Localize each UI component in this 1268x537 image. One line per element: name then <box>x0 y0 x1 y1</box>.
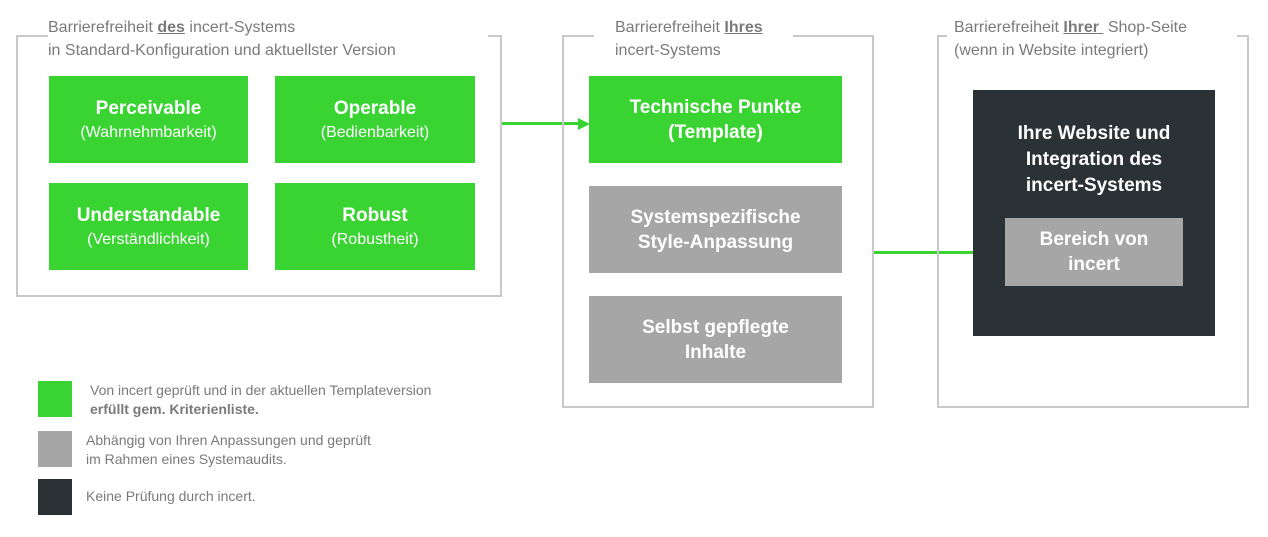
panel-yours-title-line2: incert-Systems <box>615 42 721 59</box>
panel-shop-title: Barrierefreiheit Ihrer Shop-Seite (wenn … <box>954 16 1187 62</box>
box-bereich-incert: Bereich von incert <box>1005 218 1183 286</box>
box-inhalte: Selbst gepflegte Inhalte <box>589 296 842 383</box>
box-robust: Robust (Robustheit) <box>275 183 475 270</box>
arrow-yours-to-shop-line <box>874 251 996 254</box>
panel-yours <box>562 35 874 408</box>
box-understandable-subtitle: (Verständlichkeit) <box>87 230 210 248</box>
panel-yours-title: Barrierefreiheit Ihres incert-Systems <box>615 16 763 62</box>
box-perceivable-title: Perceivable <box>95 97 202 119</box>
panel-shop-title-bold: Ihrer <box>1063 19 1104 36</box>
box-style-anpassung: Systemspezifische Style-Anpassung <box>589 186 842 273</box>
panel-shop <box>937 35 1249 408</box>
legend-text-green: Von incert geprüft und in der aktuellen … <box>90 382 432 417</box>
legend-text-dark: Keine Prüfung durch incert. <box>86 488 256 504</box>
arrow-system-to-yours-head-icon <box>578 117 590 130</box>
box-technische-punkte: Technische Punkte (Template) <box>589 76 842 163</box>
legend-text-gray: Abhängig von Ihren Anpassungen und geprü… <box>86 432 371 467</box>
box-operable: Operable (Bedienbarkeit) <box>275 76 475 163</box>
panel-system-title-bold: des <box>157 19 185 36</box>
box-robust-title: Robust <box>342 204 408 226</box>
box-perceivable-subtitle: (Wahrnehmbarkeit) <box>80 123 217 141</box>
box-robust-subtitle: (Robustheit) <box>331 230 419 248</box>
box-operable-subtitle: (Bedienbarkeit) <box>320 123 430 141</box>
legend-swatch-gray <box>38 431 72 467</box>
panel-system-standard <box>16 35 502 297</box>
box-website-integration: Ihre Website und Integration des incert-… <box>973 90 1215 336</box>
panel-system-title-line2: in Standard-Konfiguration und aktuellste… <box>48 42 396 59</box>
legend-swatch-green <box>38 381 72 417</box>
box-perceivable: Perceivable (Wahrnehmbarkeit) <box>49 76 248 163</box>
panel-system-title: Barrierefreiheit des incert-Systems in S… <box>48 16 396 62</box>
arrow-system-to-yours-line <box>502 122 580 125</box>
legend-swatch-dark <box>38 479 72 515</box>
box-understandable-title: Understandable <box>76 204 221 226</box>
panel-yours-title-bold: Ihres <box>724 19 763 36</box>
panel-shop-title-line2: (wenn in Website integriert) <box>954 42 1149 59</box>
box-operable-title: Operable <box>333 97 417 119</box>
box-understandable: Understandable (Verständlichkeit) <box>49 183 248 270</box>
